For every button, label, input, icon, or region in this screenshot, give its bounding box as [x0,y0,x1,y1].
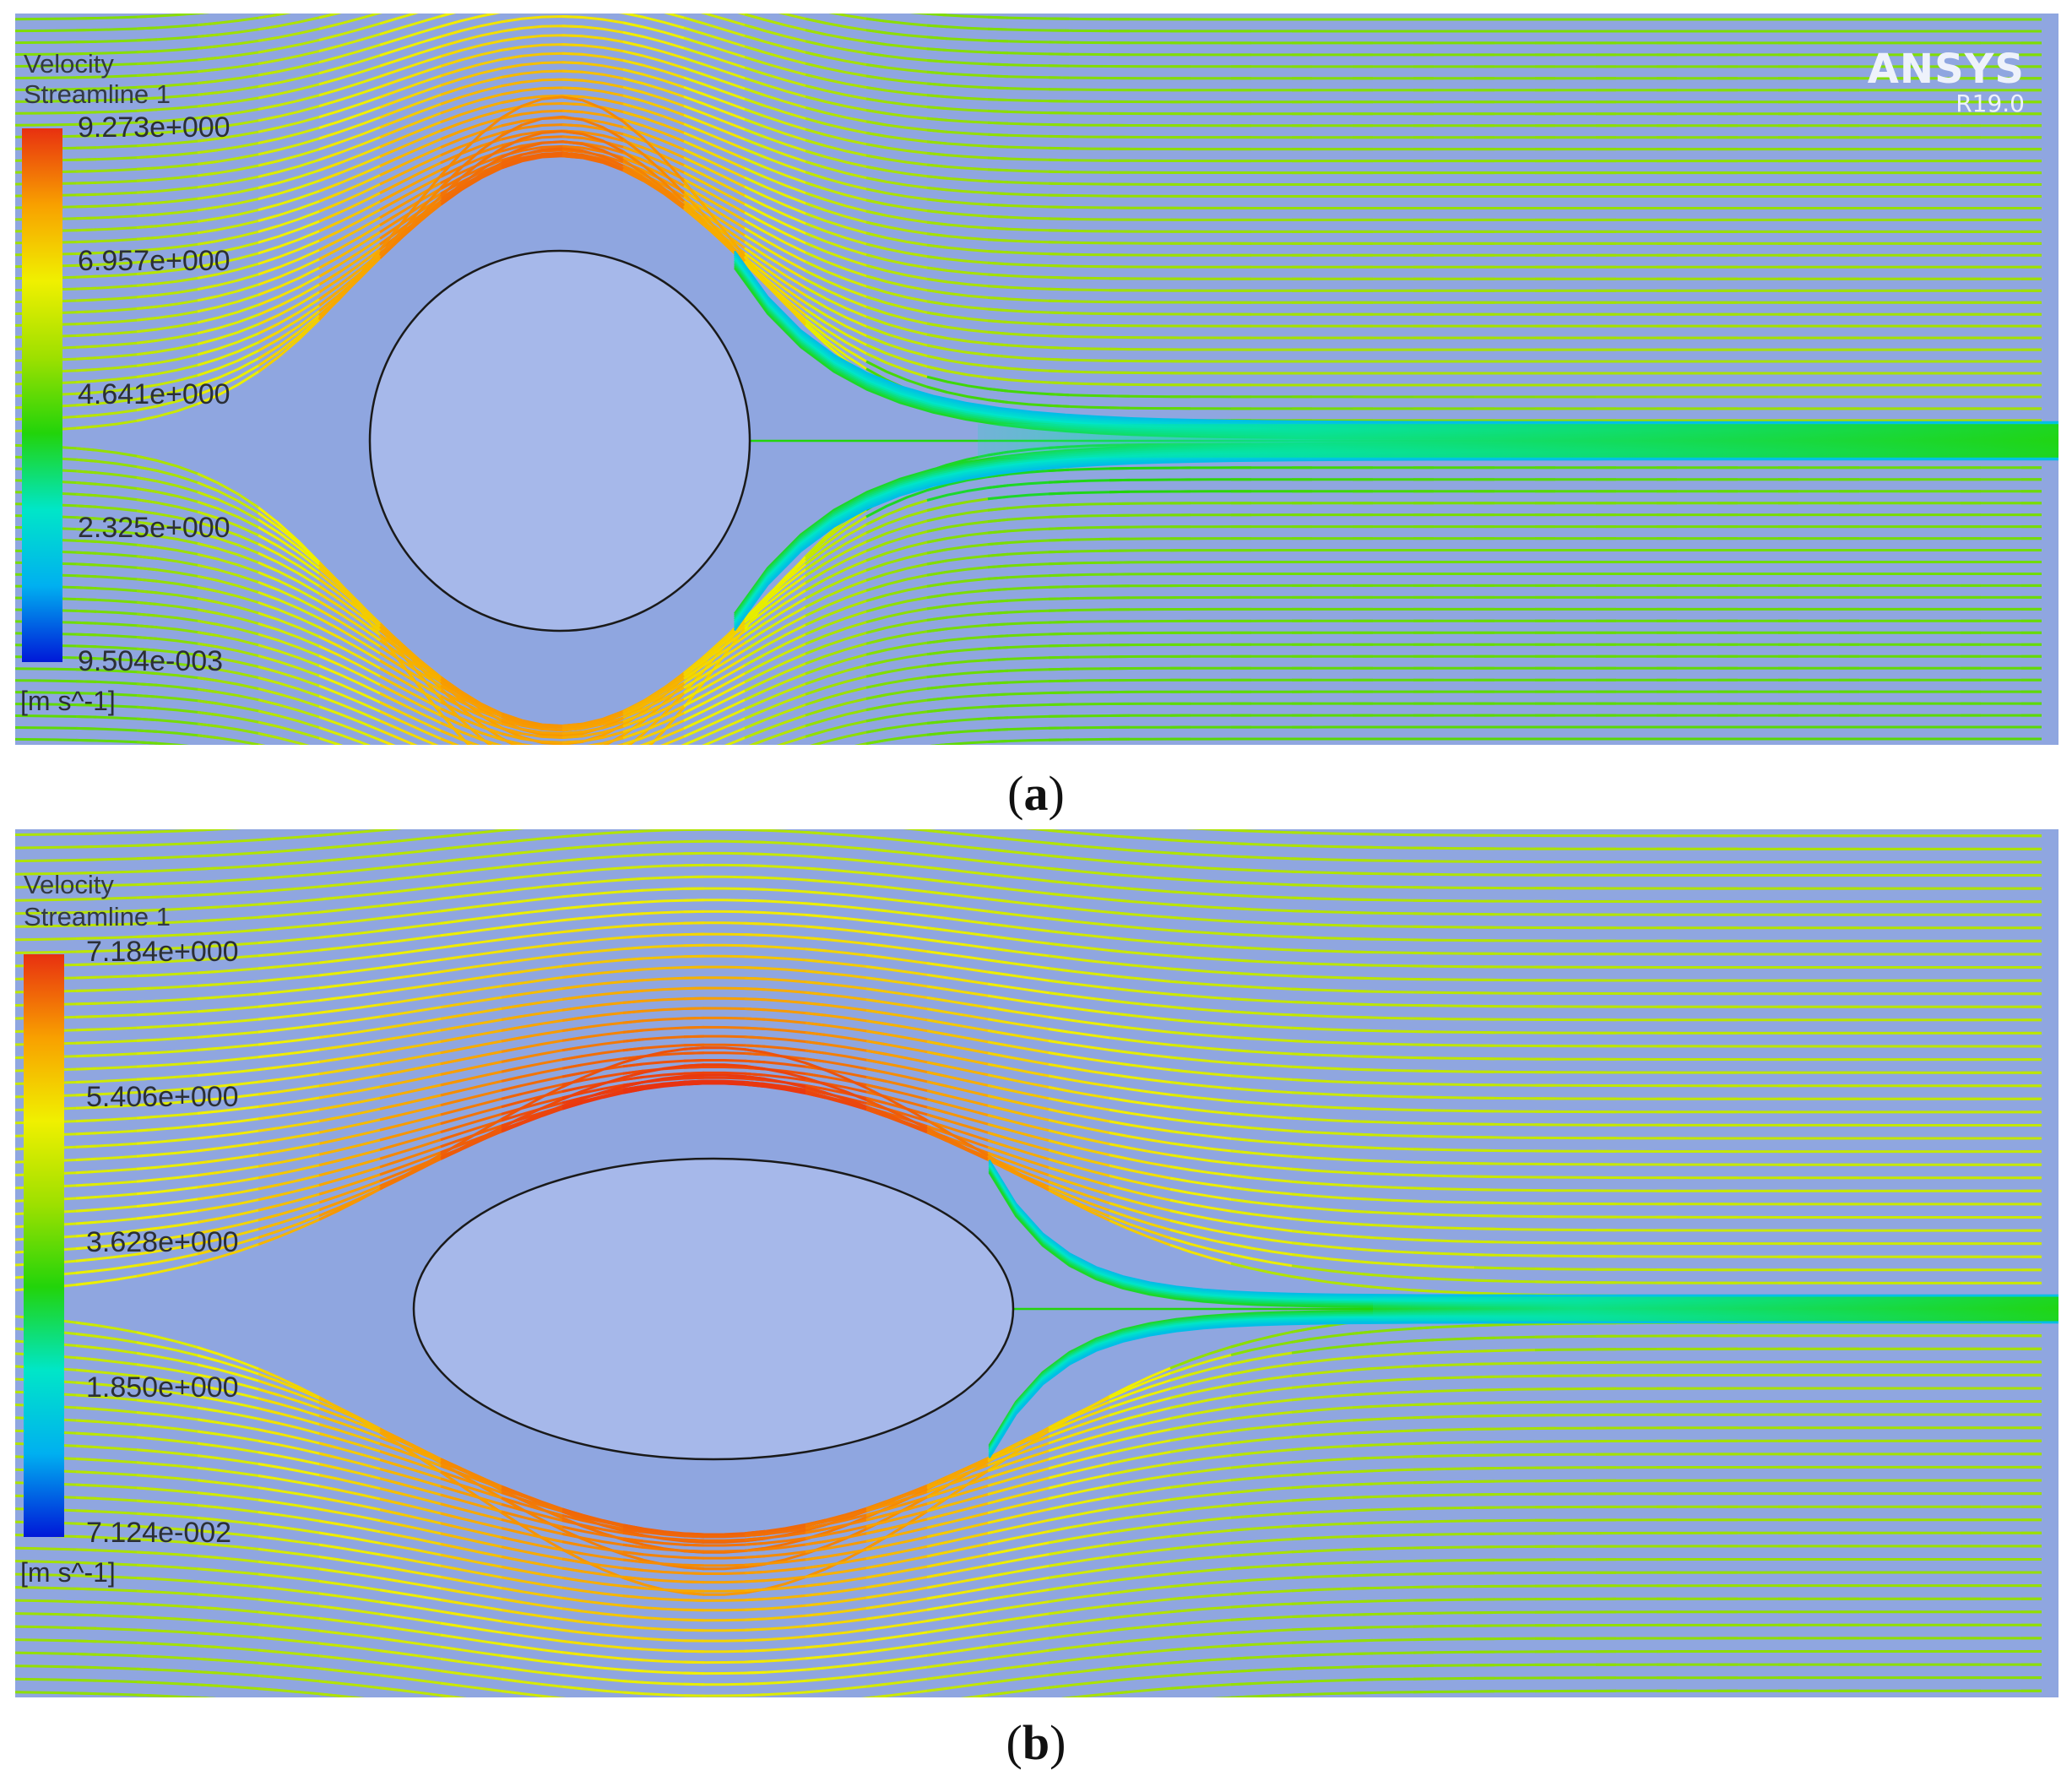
wake-jet [1373,1296,2058,1322]
streamline [318,1692,366,1697]
wake-streamline [988,1321,2058,1458]
caption-letter-b: b [1022,1715,1050,1770]
legend-label-3-a: 4.641e+000 [78,378,231,410]
streamline [197,734,266,745]
streamline [501,1690,567,1697]
streamline [440,737,460,745]
streamline [318,14,382,30]
streamline [501,738,534,745]
streamline [379,720,439,745]
streamlines [15,829,2042,1697]
streamline-plot-b: Velocity Streamline 1 7.184e+000 5.406e+… [15,829,2058,1697]
legend-title-b: Velocity [24,870,114,899]
streamline [136,1693,217,1697]
plot-background [15,829,2058,1697]
legend-label-3-b: 3.628e+000 [86,1226,239,1258]
streamline [440,721,503,745]
caption-b: (b) [1006,1715,1066,1770]
streamline [318,14,342,19]
brand-name: ANSYS [1867,46,2025,93]
streamline [379,729,418,745]
streamline [318,726,372,745]
obstacle-body [368,249,751,633]
streamline [197,829,241,832]
legend-subtitle-a: Streamline 1 [24,79,171,109]
brand-version: R19.0 [1955,90,2025,117]
streamline [440,1694,468,1697]
color-scale-bar-a [22,128,62,662]
legend-label-min-b: 7.124e-002 [86,1517,232,1549]
streamline [258,731,310,745]
obstacle-body [412,1157,1015,1461]
legend-unit-b: [m s^-1] [20,1557,116,1588]
flow-field-a [15,14,2058,745]
legend-label-min-a: 9.504e-003 [78,645,224,677]
streamline [379,14,419,25]
streamline [258,14,292,19]
caption-a: (a) [1007,766,1065,821]
legend-title-a: Velocity [24,49,114,79]
wake-streamline [733,250,2058,424]
flow-field-b [15,829,2058,1697]
streamline [318,736,344,745]
legend-label-4-b: 1.850e+000 [86,1371,239,1404]
caption-letter-a: a [1023,766,1049,821]
wake-streamline [988,1159,2058,1297]
wake-streamline [988,1320,2058,1458]
legend-label-4-a: 2.325e+000 [78,512,231,544]
legend-label-max-b: 7.184e+000 [86,936,239,968]
legend-label-max-a: 9.273e+000 [78,111,231,144]
wake-streamline [733,458,2058,632]
legend-subtitle-b: Streamline 1 [24,902,171,931]
streamline [440,729,480,745]
streamline [440,14,502,28]
wake-jet [978,424,2058,458]
color-scale-bar-b [24,954,64,1537]
streamline [136,741,190,745]
streamline-plot-a: Velocity Streamline 1 9.273e+000 6.957e+… [15,14,2058,745]
ansys-logo: ANSYS R19.0 [1868,47,2025,117]
streamline [136,14,210,19]
legend-label-2-a: 6.957e+000 [78,245,231,277]
legend-label-2-b: 5.406e+000 [86,1081,239,1113]
legend-unit-a: [m s^-1] [20,686,116,716]
